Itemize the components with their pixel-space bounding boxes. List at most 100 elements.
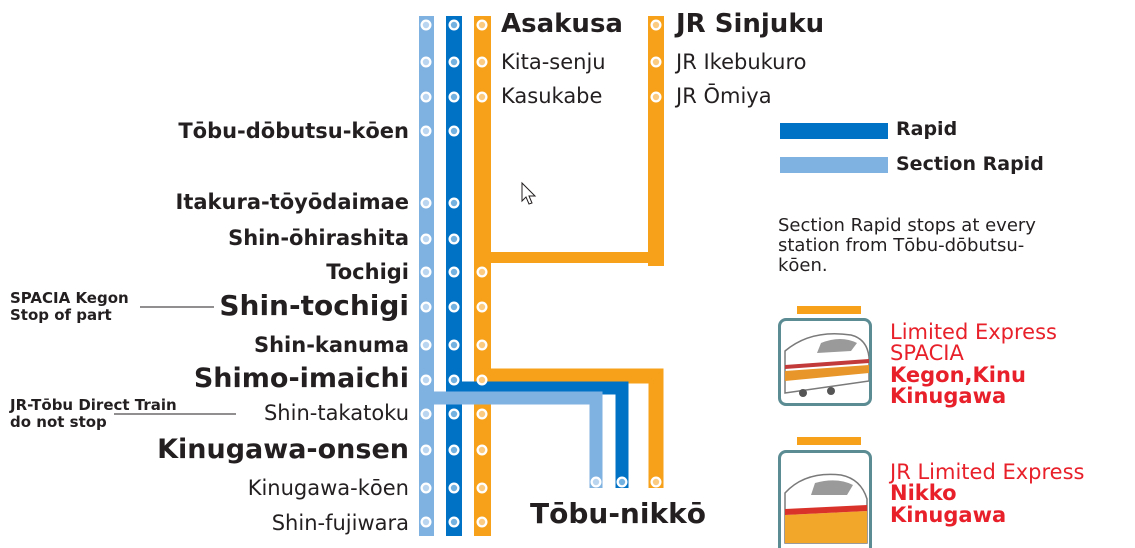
station-dot [476, 374, 488, 386]
station-dot [650, 91, 662, 103]
station-dot [420, 91, 432, 103]
spacia-train-services-1: Kegon,Kinu [890, 362, 1026, 387]
station-kita-senju: Kita-senju [501, 50, 606, 74]
station-shin-ohirashita: Shin-ōhirashita [228, 226, 409, 250]
station-dot [448, 516, 460, 528]
station-dot [650, 56, 662, 68]
legend-section-rapid-label: Section Rapid [896, 153, 1044, 175]
station-tochigi: Tochigi [326, 260, 409, 284]
station-dot [476, 56, 488, 68]
station-dot [448, 91, 460, 103]
station-dot [420, 19, 432, 31]
station-dot [476, 301, 488, 313]
station-dot [476, 482, 488, 494]
station-dot [420, 408, 432, 420]
station-dot [420, 301, 432, 313]
station-dot [476, 444, 488, 456]
station-dot [448, 56, 460, 68]
station-shin-fujiwara: Shin-fujiwara [271, 511, 409, 535]
station-dot [448, 444, 460, 456]
station-dot [448, 233, 460, 245]
station-dots [420, 19, 662, 528]
spacia-train-icon [784, 332, 869, 397]
station-dot [476, 339, 488, 351]
station-dot [448, 374, 460, 386]
nikko-rapid-branch [460, 381, 629, 488]
spacia-note: SPACIA Kegon Stop of part [10, 289, 129, 325]
jr-train-type: JR Limited Express [890, 460, 1085, 484]
station-dot [616, 476, 628, 488]
spacia-train-services-2: Kinugawa [890, 384, 1007, 409]
station-dot [420, 374, 432, 386]
station-kasukabe: Kasukabe [501, 84, 603, 108]
station-dot [420, 56, 432, 68]
legend-rapid-swatch [780, 123, 888, 139]
station-dot [420, 339, 432, 351]
station-dot [476, 516, 488, 528]
jr-direct-note-line2: do not stop [10, 413, 107, 432]
station-dot [448, 125, 460, 137]
jr-train-icon [784, 473, 868, 544]
station-dot [448, 408, 460, 420]
station-dot [476, 266, 488, 278]
spacia-train-card [778, 318, 872, 406]
spacia-train-text: Limited Express SPACIA Kegon,Kinu Kinuga… [890, 320, 1057, 409]
jr-train-service-2: Kinugawa [890, 502, 1007, 527]
section-rapid-info: Section Rapid stops at every station fro… [778, 215, 1036, 277]
spacia-train-type: Limited Express [890, 320, 1057, 344]
station-dot [476, 19, 488, 31]
station-dot [420, 125, 432, 137]
station-tobu-dobutsu-koen: Tōbu-dōbutsu-kōen [178, 119, 409, 143]
station-asakusa: Asakusa [501, 9, 623, 39]
nikko-section-branch [432, 391, 603, 488]
station-itakura-toyodaimae: Itakura-tōyōdaimae [175, 190, 409, 214]
station-shin-takatoku: Shin-takatoku [263, 401, 409, 425]
station-dot [420, 233, 432, 245]
station-dot [420, 197, 432, 209]
jr-train-service-1: Nikko [890, 481, 957, 506]
station-dot [448, 482, 460, 494]
legend-rapid-label: Rapid [896, 118, 958, 140]
section-rapid-info-line1: Section Rapid stops at every [778, 215, 1036, 236]
jr-direct-note: JR-Tōbu Direct Train do not stop [10, 396, 177, 432]
station-jr-omiya: JR Ōmiya [676, 84, 772, 108]
jr-card-bar [797, 437, 861, 445]
station-dot [448, 197, 460, 209]
station-dot [420, 444, 432, 456]
spacia-train-name: SPACIA [890, 341, 964, 366]
cursor-icon [521, 181, 537, 205]
station-kinugawa-koen: Kinugawa-kōen [247, 476, 409, 500]
station-kinugawa-onsen: Kinugawa-onsen [157, 434, 409, 465]
station-dot [650, 476, 662, 488]
station-shin-kanuma: Shin-kanuma [253, 333, 409, 357]
section-rapid-info-line2: station from Tōbu-dōbutsu- [778, 235, 1025, 257]
jr-orange-trunk [648, 16, 664, 266]
station-dot [448, 266, 460, 278]
station-dot [420, 266, 432, 278]
station-dot [448, 339, 460, 351]
station-dot [476, 91, 488, 103]
station-dot [420, 482, 432, 494]
station-jr-sinjuku: JR Sinjuku [676, 9, 825, 39]
station-dot [476, 408, 488, 420]
nikko-orange-branch [490, 368, 664, 488]
jr-connection-line [488, 252, 664, 263]
station-tobu-nikko: Tōbu-nikkō [530, 497, 706, 530]
station-shimo-imaichi: Shimo-imaichi [193, 363, 409, 394]
spacia-card-bar [797, 306, 861, 314]
spacia-note-line2: Stop of part [10, 306, 112, 325]
jr-direct-note-line1: JR-Tōbu Direct Train [10, 396, 177, 414]
legend-section-rapid-swatch [780, 157, 888, 173]
jr-train-text: JR Limited Express Nikko Kinugawa [890, 460, 1085, 527]
station-dot [448, 301, 460, 313]
station-dot [420, 516, 432, 528]
station-dot [448, 19, 460, 31]
station-jr-ikebukuro: JR Ikebukuro [676, 50, 807, 74]
station-dot [650, 19, 662, 31]
station-dot [590, 476, 602, 488]
spacia-note-line1: SPACIA Kegon [10, 289, 129, 307]
jr-train-card [778, 450, 872, 548]
station-shin-tochigi: Shin-tochigi [219, 289, 409, 322]
section-rapid-info-line3: kōen. [778, 255, 828, 277]
